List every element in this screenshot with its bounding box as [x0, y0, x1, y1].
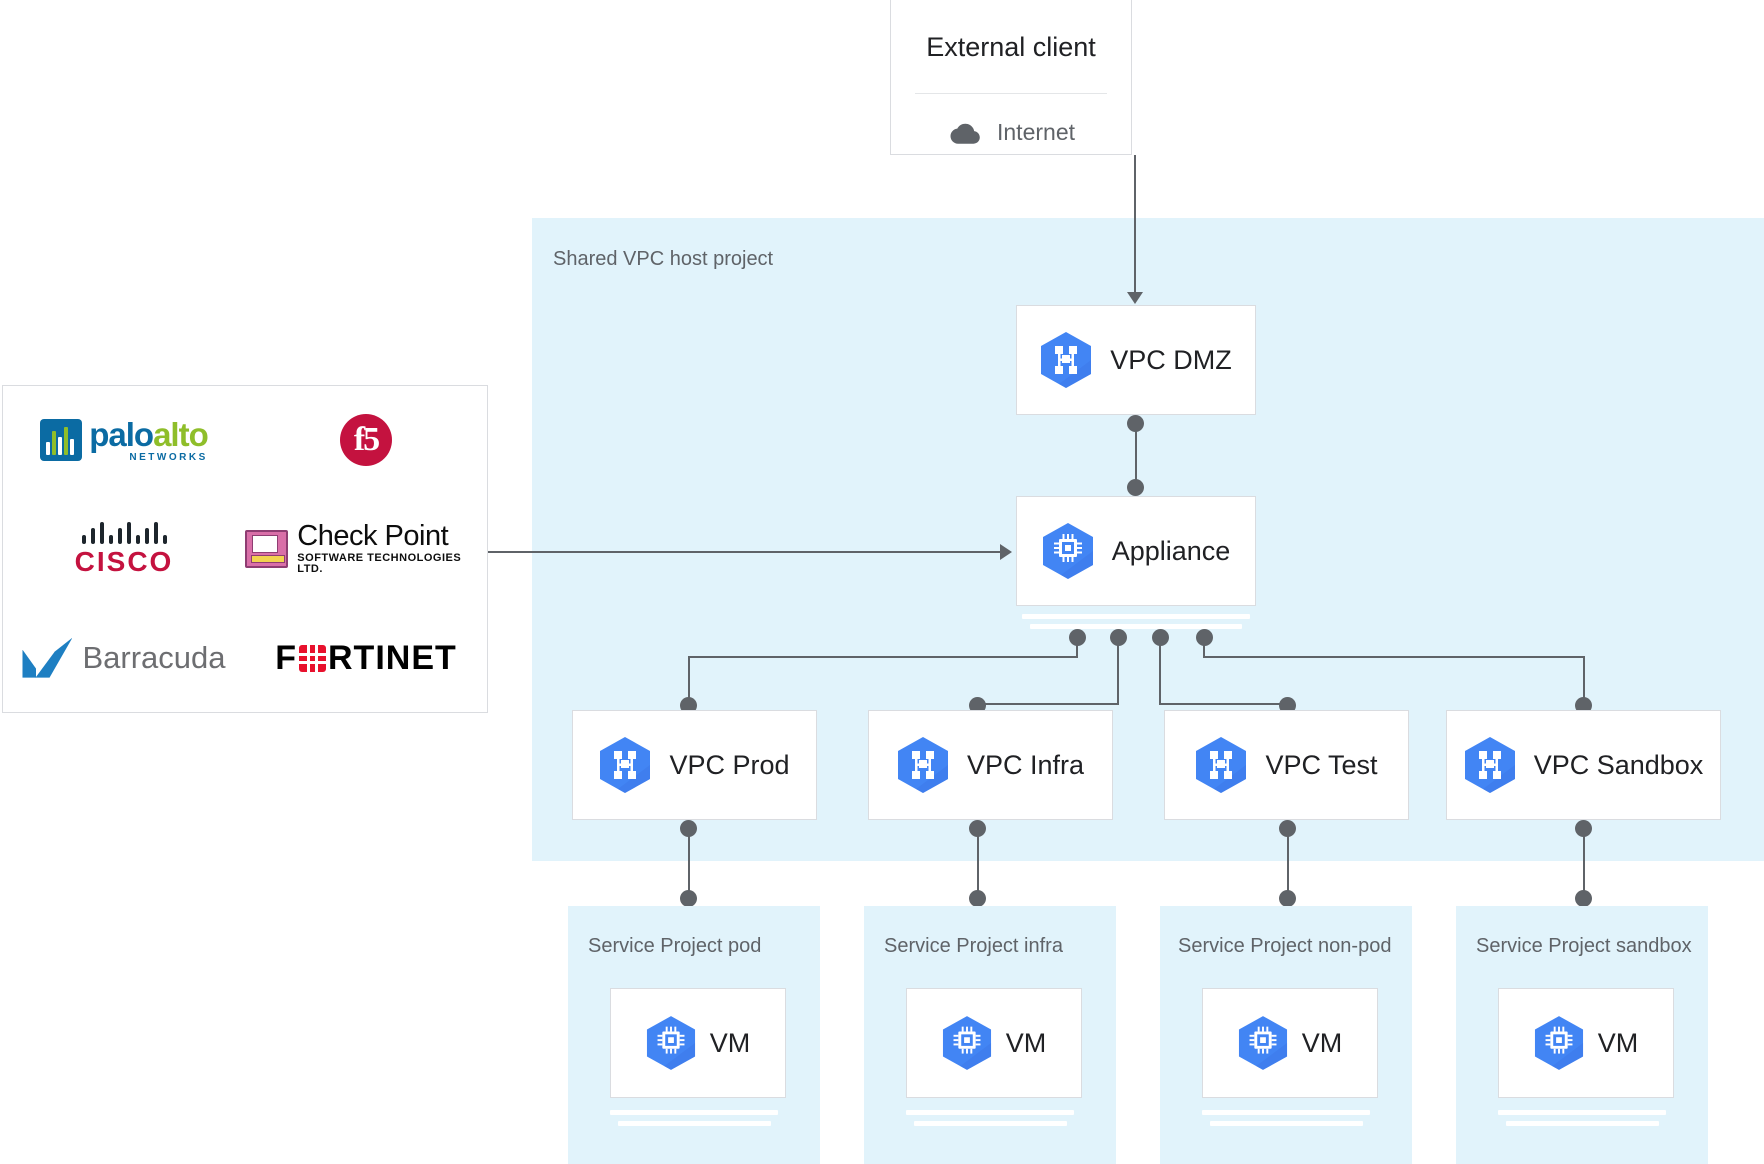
- branch-prod-seg-2: [688, 656, 1078, 658]
- vpc-network-icon: [1195, 736, 1247, 794]
- branch-infra-seg-1: [1117, 637, 1119, 705]
- vm-label-nonpod: VM: [1301, 1027, 1343, 1058]
- vendor-appliance-panel: paloalto NETWORKS f5 CISCO: [2, 385, 488, 713]
- connector-dot-vpc-prod-top: [680, 697, 697, 714]
- vendor-paloalto: paloalto NETWORKS: [3, 386, 245, 495]
- appliance-stack-line-1: [1022, 614, 1250, 619]
- connector-infra-to-sp: [977, 828, 979, 894]
- arrow-client-to-dmz: [1127, 292, 1143, 304]
- connector-client-to-dmz: [1134, 155, 1136, 294]
- connector-vendors-to-appliance: [488, 551, 1000, 553]
- connector-dot-sp-nonpod-top: [1279, 890, 1296, 907]
- service-project-sandbox-label: Service Project sandbox: [1476, 935, 1692, 957]
- branch-sandbox-seg-1: [1203, 637, 1205, 658]
- connector-dmz-to-appliance: [1135, 422, 1137, 482]
- external-client-title: External client: [926, 32, 1096, 62]
- cisco-logo-icon: [81, 521, 167, 544]
- appliance-stack-line-2: [1030, 624, 1242, 629]
- vpc-prod-label: VPC Prod: [669, 749, 790, 780]
- vpc-sandbox-card: VPC Sandbox: [1446, 710, 1721, 820]
- branch-infra-seg-2: [977, 703, 1119, 705]
- connector-dot-vpc-sandbox-top: [1575, 697, 1592, 714]
- connector-test-to-sp: [1287, 828, 1289, 894]
- vendor-cisco: CISCO: [3, 495, 245, 604]
- checkpoint-wordmark: Check Point: [297, 520, 449, 553]
- branch-sandbox-seg-3: [1583, 656, 1585, 704]
- f5-logo-icon: f5: [340, 414, 392, 467]
- vpc-network-icon: [897, 736, 949, 794]
- cloud-icon: [947, 121, 981, 145]
- vpc-dmz-label: VPC DMZ: [1110, 344, 1232, 375]
- vpc-infra-card: VPC Infra: [868, 710, 1113, 820]
- vpc-infra-label: VPC Infra: [966, 749, 1085, 780]
- vm-stack-line-infra-2: [914, 1121, 1067, 1126]
- vm-stack-line-sandbox-1: [1498, 1110, 1666, 1115]
- compute-engine-icon: [646, 1015, 696, 1071]
- connector-dot-appliance-top: [1127, 479, 1144, 496]
- service-project-nonpod-label: Service Project non-pod: [1178, 935, 1392, 957]
- arrow-vendors-to-appliance: [1000, 544, 1012, 560]
- paloalto-logo-icon: [40, 419, 83, 462]
- connector-sandbox-to-sp: [1583, 828, 1585, 894]
- vm-stack-line-sandbox-2: [1506, 1121, 1659, 1126]
- vendor-barracuda: Barracuda: [3, 603, 245, 712]
- connector-dot-sp-infra-top: [969, 890, 986, 907]
- vm-card-infra: VM: [906, 988, 1082, 1098]
- vpc-network-icon: [1040, 331, 1092, 389]
- compute-engine-icon: [1534, 1015, 1584, 1071]
- service-project-infra-label: Service Project infra: [884, 935, 1063, 957]
- vm-card-nonpod: VM: [1202, 988, 1378, 1098]
- vpc-network-icon: [599, 736, 651, 794]
- vm-label-sandbox: VM: [1597, 1027, 1639, 1058]
- vpc-dmz-card: VPC DMZ: [1016, 305, 1256, 415]
- vm-label-pod: VM: [709, 1027, 751, 1058]
- vm-stack-line-infra-1: [906, 1110, 1074, 1115]
- service-project-pod-label: Service Project pod: [588, 935, 762, 957]
- vpc-sandbox-label: VPC Sandbox: [1533, 749, 1704, 780]
- vpc-network-icon: [1464, 736, 1516, 794]
- vendor-checkpoint: Check Point SOFTWARE TECHNOLOGIES LTD.: [245, 495, 487, 604]
- vendor-f5: f5: [245, 386, 487, 495]
- connector-dot-sp-pod-top: [680, 890, 697, 907]
- appliance-card: Appliance: [1016, 496, 1256, 606]
- compute-engine-icon: [942, 1015, 992, 1071]
- vpc-test-card: VPC Test: [1164, 710, 1409, 820]
- branch-sandbox-seg-2: [1203, 656, 1585, 658]
- barracuda-logo-icon: [22, 637, 73, 678]
- appliance-label: Appliance: [1111, 535, 1231, 566]
- cisco-wordmark: CISCO: [74, 545, 174, 577]
- vpc-test-label: VPC Test: [1265, 749, 1378, 780]
- vm-stack-line-pod-2: [618, 1121, 771, 1126]
- paloalto-wordmark: paloalto: [89, 415, 209, 453]
- external-client-network-label: Internet: [997, 119, 1075, 145]
- barracuda-wordmark: Barracuda: [82, 639, 226, 675]
- vpc-prod-card: VPC Prod: [572, 710, 817, 820]
- external-client-card: External client Internet: [890, 0, 1132, 155]
- branch-prod-seg-1: [1076, 637, 1078, 658]
- divider: [915, 93, 1107, 94]
- vm-stack-line-nonpod-2: [1210, 1121, 1363, 1126]
- vm-stack-line-nonpod-1: [1202, 1110, 1370, 1115]
- shared-vpc-host-project-label: Shared VPC host project: [553, 248, 774, 270]
- paloalto-tagline: NETWORKS: [129, 451, 208, 463]
- connector-dot-sp-sandbox-top: [1575, 890, 1592, 907]
- vm-card-sandbox: VM: [1498, 988, 1674, 1098]
- vm-card-pod: VM: [610, 988, 786, 1098]
- connector-prod-to-sp: [688, 828, 690, 894]
- compute-engine-icon: [1238, 1015, 1288, 1071]
- checkpoint-logo-icon: [245, 529, 289, 568]
- appliance-chip-icon: [1042, 522, 1094, 580]
- branch-test-seg-1: [1159, 637, 1161, 705]
- vm-label-infra: VM: [1005, 1027, 1047, 1058]
- checkpoint-tagline: SOFTWARE TECHNOLOGIES LTD.: [297, 552, 462, 576]
- branch-test-seg-2: [1159, 703, 1289, 705]
- vm-stack-line-pod-1: [610, 1110, 778, 1115]
- branch-prod-seg-3: [688, 656, 690, 704]
- fortinet-logo-icon: [299, 644, 326, 672]
- connector-dot-vpc-infra-top: [969, 697, 986, 714]
- connector-dot-vpc-test-top: [1279, 697, 1296, 714]
